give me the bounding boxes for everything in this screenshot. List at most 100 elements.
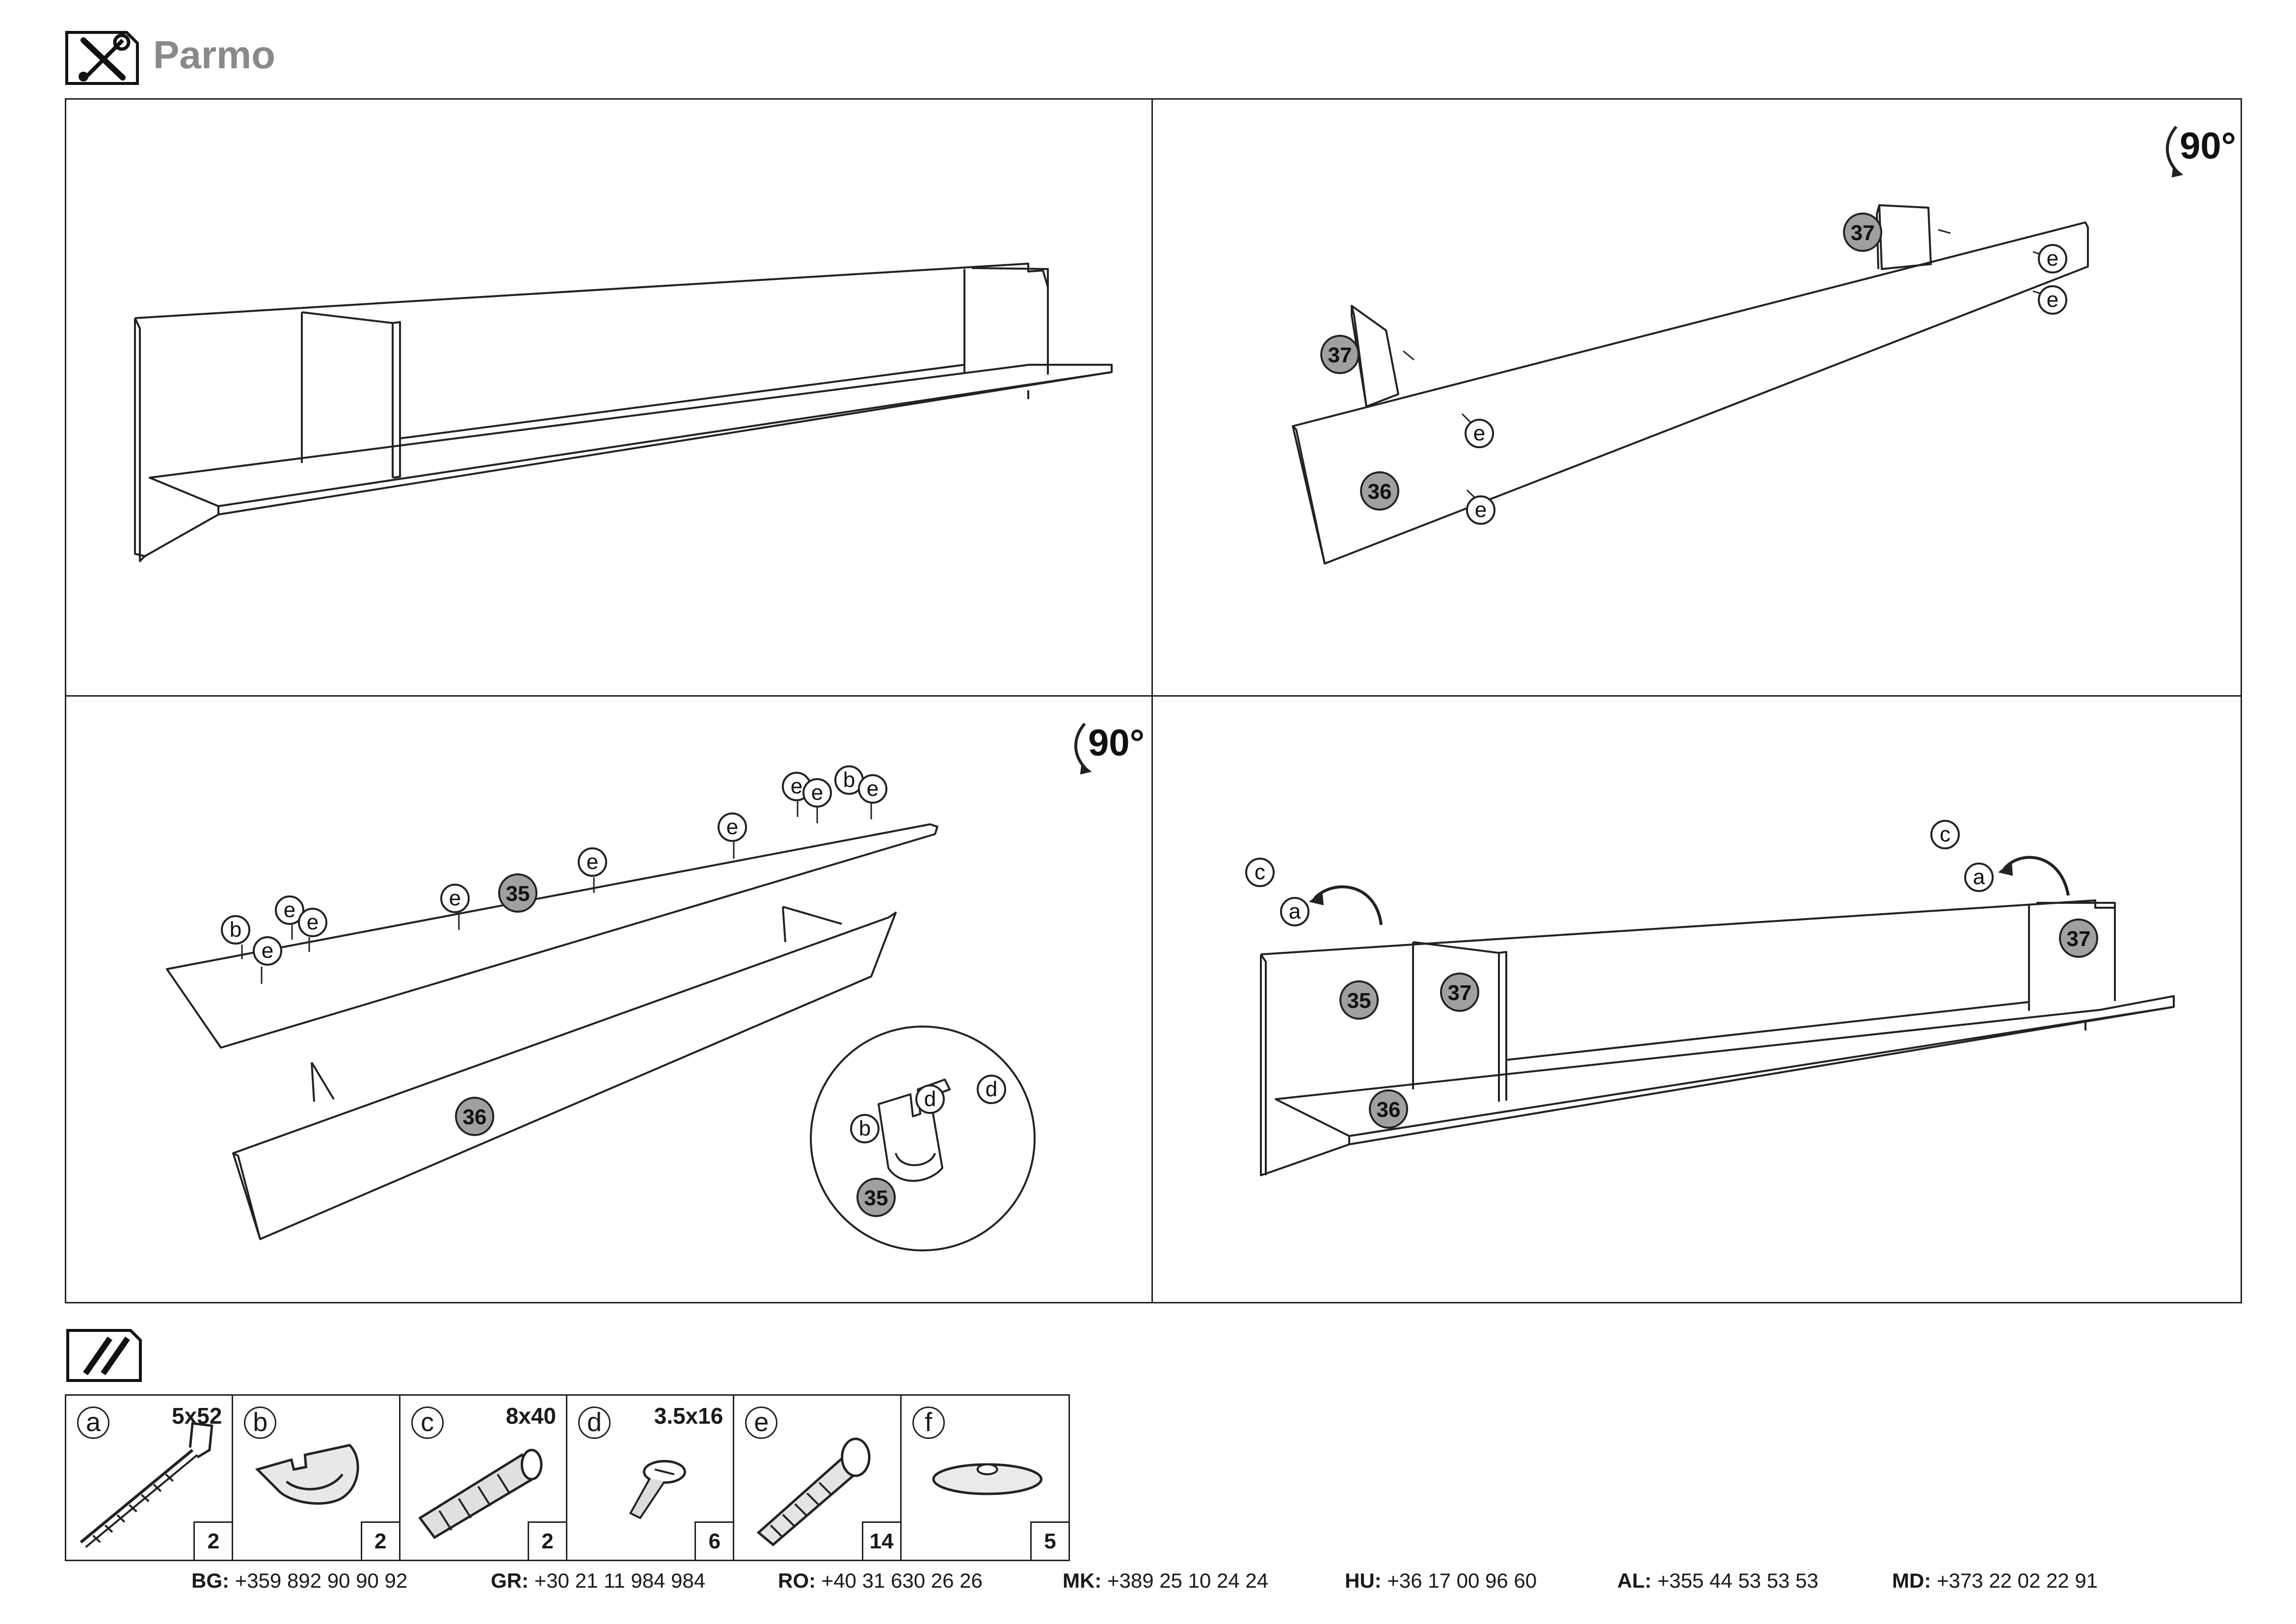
- contact-al: AL: +355 44 53 53 53: [1617, 1569, 1818, 1592]
- svg-text:e: e: [1475, 498, 1487, 522]
- svg-text:d: d: [924, 1087, 936, 1111]
- svg-text:35: 35: [864, 1186, 888, 1210]
- fastener-e-label: e: [2038, 244, 2067, 273]
- hardware-item-e: e 14: [734, 1396, 902, 1560]
- svg-text:37: 37: [1851, 221, 1875, 245]
- hardware-letter: d: [578, 1407, 611, 1439]
- part-36-label: 36: [1369, 1089, 1408, 1129]
- svg-text:35: 35: [1347, 989, 1371, 1013]
- fastener-e-label: e: [578, 847, 607, 877]
- svg-text:36: 36: [1368, 480, 1392, 504]
- svg-text:e: e: [449, 886, 461, 910]
- part-37-left-label: 37: [1440, 973, 1479, 1012]
- fastener-b-label: b: [221, 915, 250, 945]
- fastener-e-label: e: [718, 812, 747, 842]
- hardware-qty: 2: [527, 1521, 566, 1560]
- contact-mk: MK: +389 25 10 24 24: [1063, 1569, 1269, 1592]
- step-3-drawing: [166, 823, 1036, 1251]
- hardware-letter: f: [912, 1407, 945, 1439]
- contact-gr: GR: +30 21 11 984 984: [491, 1569, 706, 1592]
- svg-text:b: b: [859, 1116, 871, 1140]
- hardware-item-c: c 8x40 2: [400, 1396, 567, 1560]
- contact-md: MD: +373 22 02 22 91: [1892, 1569, 2098, 1592]
- svg-text:b: b: [843, 768, 855, 792]
- hardware-size: 8x40: [506, 1403, 556, 1429]
- fastener-a-label: a: [1964, 863, 1994, 892]
- hook-screw-icon: [80, 1422, 214, 1548]
- hardware-size: 5x52: [171, 1403, 222, 1429]
- hardware-qty: 2: [193, 1521, 232, 1560]
- fastener-d-label: d: [915, 1084, 945, 1114]
- contact-hu: HU: +36 17 00 96 60: [1345, 1569, 1537, 1592]
- part-35-detail-label: 35: [856, 1178, 896, 1217]
- step-2-arrows: [1403, 229, 2043, 501]
- svg-text:36: 36: [463, 1105, 487, 1129]
- rotate-arrow-icon: [1074, 723, 1089, 772]
- svg-text:e: e: [2047, 288, 2058, 312]
- small-screw-icon: [629, 1460, 686, 1519]
- divider-horizontal: [65, 695, 2242, 697]
- fastener-e-label: e: [298, 908, 327, 937]
- fastener-a-label: a: [1280, 897, 1309, 926]
- part-37-right-label: 37: [1843, 213, 1882, 252]
- svg-text:a: a: [1973, 865, 1985, 889]
- fastener-b-label: b: [850, 1114, 880, 1143]
- fastener-d-label: d: [977, 1075, 1006, 1104]
- svg-text:e: e: [284, 898, 295, 922]
- svg-text:e: e: [587, 850, 598, 874]
- contact-ro: RO: +40 31 630 26 26: [778, 1569, 983, 1592]
- fastener-e-label: e: [1465, 419, 1494, 448]
- part-37-right-label: 37: [2059, 919, 2098, 958]
- step-2-drawing: [1292, 204, 2089, 565]
- fastener-e-label: e: [802, 778, 832, 808]
- contact-bg: BG: +359 892 90 90 92: [191, 1569, 408, 1592]
- shelf-hanger-icon: [255, 1444, 359, 1505]
- svg-text:e: e: [867, 777, 879, 801]
- step-3-arrows: [241, 801, 872, 984]
- part-36-label: 36: [1360, 471, 1399, 511]
- svg-text:c: c: [1255, 860, 1265, 884]
- fastener-b-label: b: [834, 765, 864, 795]
- hardware-qty: 2: [360, 1521, 399, 1560]
- rotate-arrow-icon: [1313, 885, 1383, 925]
- fastener-c-label: c: [1245, 858, 1275, 887]
- svg-text:e: e: [726, 815, 738, 839]
- svg-text:d: d: [986, 1077, 997, 1101]
- fastener-e-label: e: [1466, 495, 1495, 525]
- page-title: Parmo: [153, 33, 275, 77]
- rotate-label: 90°: [1088, 722, 1145, 764]
- felt-pad-icon: [932, 1463, 1042, 1495]
- part-35-label: 35: [1339, 980, 1379, 1020]
- svg-text:e: e: [1473, 421, 1485, 445]
- step-1-panel: [66, 100, 1151, 695]
- svg-text:37: 37: [1448, 981, 1472, 1005]
- fastener-e-label: e: [275, 895, 304, 925]
- hardware-letter: a: [77, 1407, 109, 1439]
- hardware-letter: c: [411, 1407, 444, 1439]
- part-36-label: 36: [455, 1097, 494, 1136]
- svg-text:37: 37: [2067, 927, 2091, 951]
- instructions-frame: [65, 98, 2242, 1303]
- hardware-icon: [66, 1328, 142, 1382]
- svg-text:e: e: [811, 781, 823, 805]
- hardware-item-a: a 5x52 2: [66, 1396, 234, 1560]
- fastener-e-label: e: [858, 774, 887, 804]
- divider-vertical: [1151, 98, 1153, 1303]
- svg-text:b: b: [230, 918, 241, 942]
- svg-text:35: 35: [506, 882, 530, 906]
- hardware-letter: e: [745, 1407, 778, 1439]
- hardware-item-f: f 5: [902, 1396, 1068, 1560]
- tools-icon: [64, 29, 140, 86]
- hardware-table: a 5x52 2 b 2 c 8x40 2 d 3.5x16 6: [65, 1394, 1070, 1561]
- svg-text:c: c: [1940, 822, 1950, 846]
- svg-text:e: e: [2047, 246, 2058, 271]
- rotate-arrow-icon: [2003, 856, 2070, 896]
- hardware-qty: 14: [861, 1521, 900, 1560]
- fastener-e-label: e: [440, 884, 470, 913]
- step-3-panel: 90° 35 36 35 b e e e e e e e e b e b d: [66, 697, 1151, 1302]
- hardware-letter: b: [244, 1407, 277, 1439]
- hardware-item-b: b 2: [233, 1396, 400, 1560]
- svg-text:36: 36: [1377, 1098, 1401, 1122]
- part-37-left-label: 37: [1320, 335, 1360, 374]
- svg-text:37: 37: [1328, 343, 1352, 367]
